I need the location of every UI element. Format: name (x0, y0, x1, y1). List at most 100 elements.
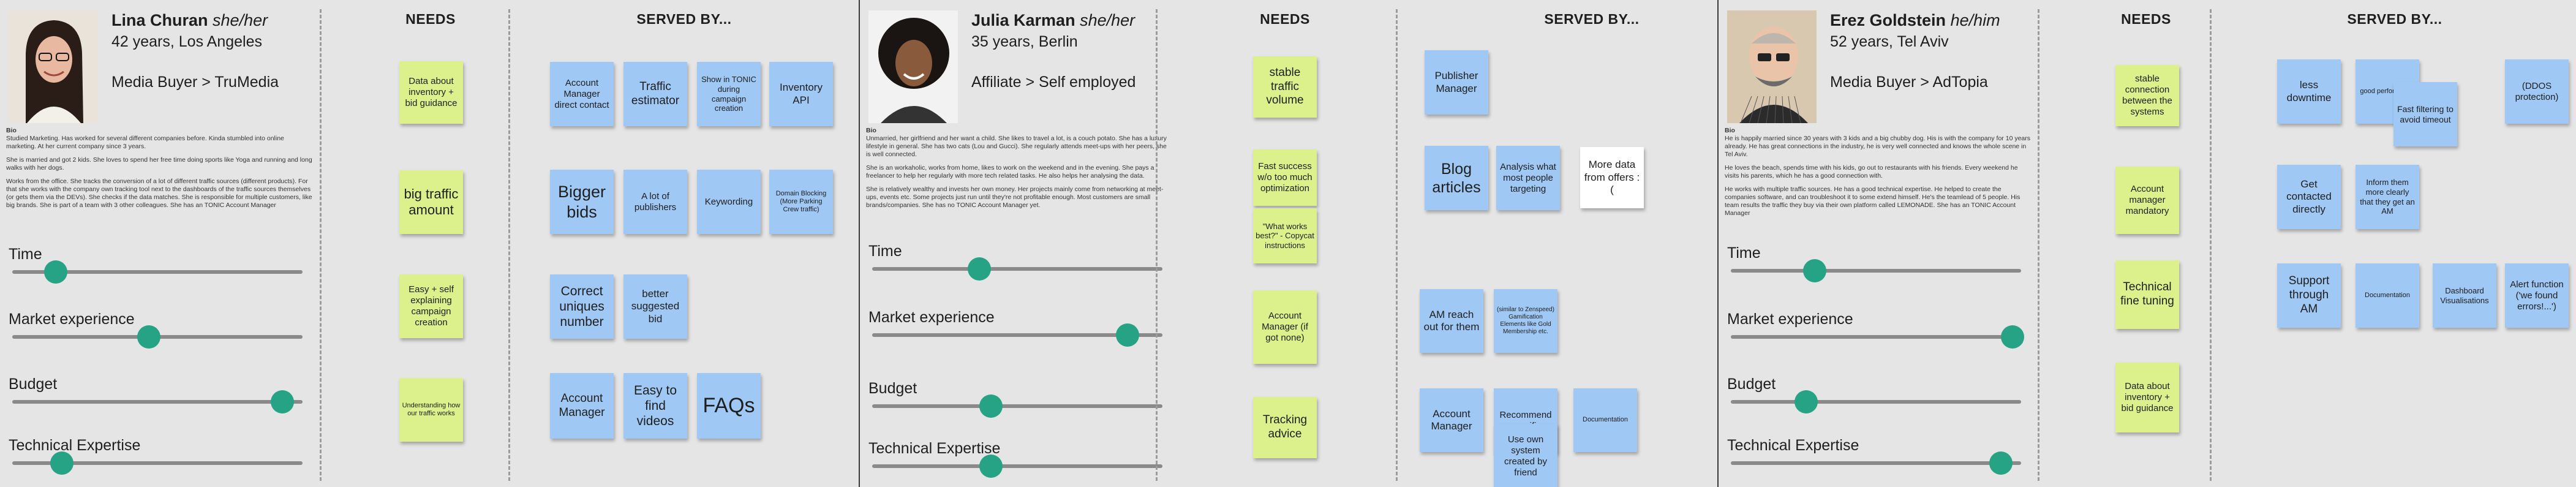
slider-knob[interactable] (1116, 323, 1140, 347)
need-sticky-note[interactable]: Data about inventory + bid guidance (399, 61, 463, 124)
slider-track (1731, 400, 2021, 404)
bio-paragraph: Works from the office. She tracks the co… (6, 178, 312, 209)
served-sticky-note[interactable]: Documentation (1573, 388, 1637, 452)
column-divider (1156, 9, 1158, 481)
persona-name: Erez Goldstein (1830, 11, 1946, 29)
served-sticky-note[interactable]: Show in TONIC during campaign creation (697, 62, 761, 126)
slider-time[interactable]: Time (868, 242, 1162, 281)
slider-knob[interactable] (968, 257, 992, 281)
slider-market-experience[interactable]: Market experience (1727, 310, 2024, 349)
need-sticky-note[interactable]: Technical fine tuning (2115, 260, 2179, 329)
bio-paragraph: He loves the beach, spends time with his… (1725, 164, 2018, 179)
slider-label: Technical Expertise (868, 440, 1001, 457)
bio-label: Bio (866, 127, 876, 134)
column-divider (2038, 9, 2039, 481)
need-sticky-note[interactable]: Data about inventory + bid guidance (2115, 363, 2179, 432)
served-sticky-note[interactable]: Support through AM (2277, 263, 2341, 328)
served-sticky-note[interactable]: (DDOS protection) (2505, 59, 2569, 124)
need-sticky-note[interactable]: big traffic amount (399, 170, 463, 234)
served-sticky-note[interactable]: AM reach out for them (1420, 289, 1483, 353)
served-sticky-note[interactable]: Documentation (2356, 263, 2419, 328)
slider-track (1731, 335, 2021, 339)
served-sticky-note[interactable]: Keywording (697, 170, 761, 234)
needs-heading: NEEDS (405, 11, 456, 27)
bio-label: Bio (1725, 127, 1735, 134)
served-sticky-note[interactable]: Account Manager (550, 373, 614, 439)
avatar (868, 10, 958, 123)
served-sticky-note[interactable]: Get contacted directly (2277, 165, 2341, 229)
served-sticky-note[interactable]: Inventory API (769, 62, 833, 126)
slider-time[interactable]: Time (9, 245, 303, 284)
served-sticky-note[interactable]: Account Manager direct contact (550, 62, 614, 126)
need-sticky-note[interactable]: Understanding how our traffic works (399, 378, 463, 442)
served-sticky-note[interactable]: Use own system created by friend (1494, 424, 1557, 487)
served-sticky-note[interactable]: Correct uniques number (550, 274, 614, 339)
slider-label: Technical Expertise (1727, 437, 1859, 454)
slider-technical-expertise[interactable]: Technical Expertise (1727, 436, 2021, 475)
served-sticky-note[interactable]: Easy to find videos (623, 373, 687, 439)
served-sticky-note[interactable]: Domain Blocking (More Parking Crew traff… (769, 170, 833, 234)
served-sticky-note[interactable]: Fast filtering to avoid timeout (2393, 82, 2457, 146)
served-sticky-note[interactable]: Account Manager (1420, 388, 1483, 452)
served-sticky-note[interactable]: Publisher Manager (1425, 50, 1488, 115)
slider-track (1731, 461, 2021, 465)
need-sticky-note[interactable]: Easy + self explaining campaign creation (399, 274, 463, 338)
slider-knob[interactable] (979, 455, 1003, 478)
need-sticky-note[interactable]: stable traffic volume (1253, 56, 1317, 118)
slider-knob[interactable] (137, 325, 160, 349)
served-sticky-note[interactable]: FAQs (697, 373, 761, 439)
bio-paragraph: He is happily married since 30 years wit… (1725, 135, 2030, 158)
slider-knob[interactable] (979, 395, 1003, 418)
served-sticky-note[interactable]: A lot of publishers (623, 170, 687, 234)
persona-title: Erez Goldstein he/him (1830, 10, 2000, 31)
served-sticky-note[interactable]: Dashboard Visualisations (2433, 263, 2496, 328)
served-sticky-note[interactable]: Alert function ('we found errors!...') (2505, 263, 2569, 328)
slider-budget[interactable]: Budget (868, 379, 1162, 418)
slider-label: Market experience (868, 309, 995, 326)
slider-knob[interactable] (270, 390, 294, 413)
avatar (1727, 10, 1817, 123)
avatar (9, 10, 98, 123)
slider-budget[interactable]: Budget (1727, 375, 2021, 413)
slider-market-experience[interactable]: Market experience (9, 310, 303, 349)
bio-paragraph: He works with multiple traffic sources. … (1725, 186, 2021, 217)
slider-track (12, 400, 303, 404)
slider-knob[interactable] (2000, 325, 2024, 349)
slider-knob[interactable] (50, 451, 73, 475)
slider-market-experience[interactable]: Market experience (868, 308, 1162, 347)
slider-budget[interactable]: Budget (9, 375, 303, 413)
slider-knob[interactable] (1795, 390, 1818, 413)
persona-title: Julia Karman she/her (971, 10, 1135, 31)
slider-knob[interactable] (1803, 259, 1827, 282)
served-sticky-note[interactable]: Inform them more clearly that they get a… (2356, 165, 2419, 229)
served-sticky-note[interactable]: Traffic estimator (623, 62, 687, 126)
slider-knob[interactable] (44, 260, 68, 284)
slider-knob[interactable] (1989, 451, 2013, 475)
need-sticky-note[interactable]: Tracking advice (1253, 397, 1317, 458)
served-sticky-note[interactable]: More data from offers :( (1580, 147, 1644, 208)
needs-heading: NEEDS (2121, 11, 2171, 27)
slider-track (872, 333, 1162, 337)
slider-technical-expertise[interactable]: Technical Expertise (9, 436, 303, 475)
avatar-image (1727, 10, 1817, 123)
need-sticky-note[interactable]: Fast success w/o too much optimization (1253, 149, 1317, 206)
slider-track (872, 267, 1162, 271)
served-sticky-note[interactable]: Bigger bids (550, 170, 614, 234)
served-sticky-note[interactable]: less downtime (2277, 59, 2341, 124)
needs-heading: NEEDS (1260, 11, 1310, 27)
served-sticky-note[interactable]: Blog articles (1425, 146, 1488, 210)
served-sticky-note[interactable]: (similar to Zenspeed) Gamification Eleme… (1494, 289, 1557, 353)
served-sticky-note[interactable]: better suggested bid (623, 274, 687, 339)
served-sticky-note[interactable]: Analysis what most people targeting (1496, 146, 1560, 210)
need-sticky-note[interactable]: stable connection between the systems (2115, 65, 2179, 126)
persona-role: Media Buyer > TruMedia (111, 74, 279, 91)
need-sticky-note[interactable]: Account Manager (if got none) (1253, 290, 1317, 364)
slider-time[interactable]: Time (1727, 244, 2021, 282)
need-sticky-note[interactable]: "What works best?" - Copycat instruction… (1253, 208, 1317, 263)
column-divider (508, 9, 510, 481)
need-sticky-note[interactable]: Account manager mandatory (2115, 167, 2179, 234)
slider-technical-expertise[interactable]: Technical Expertise (868, 439, 1162, 478)
